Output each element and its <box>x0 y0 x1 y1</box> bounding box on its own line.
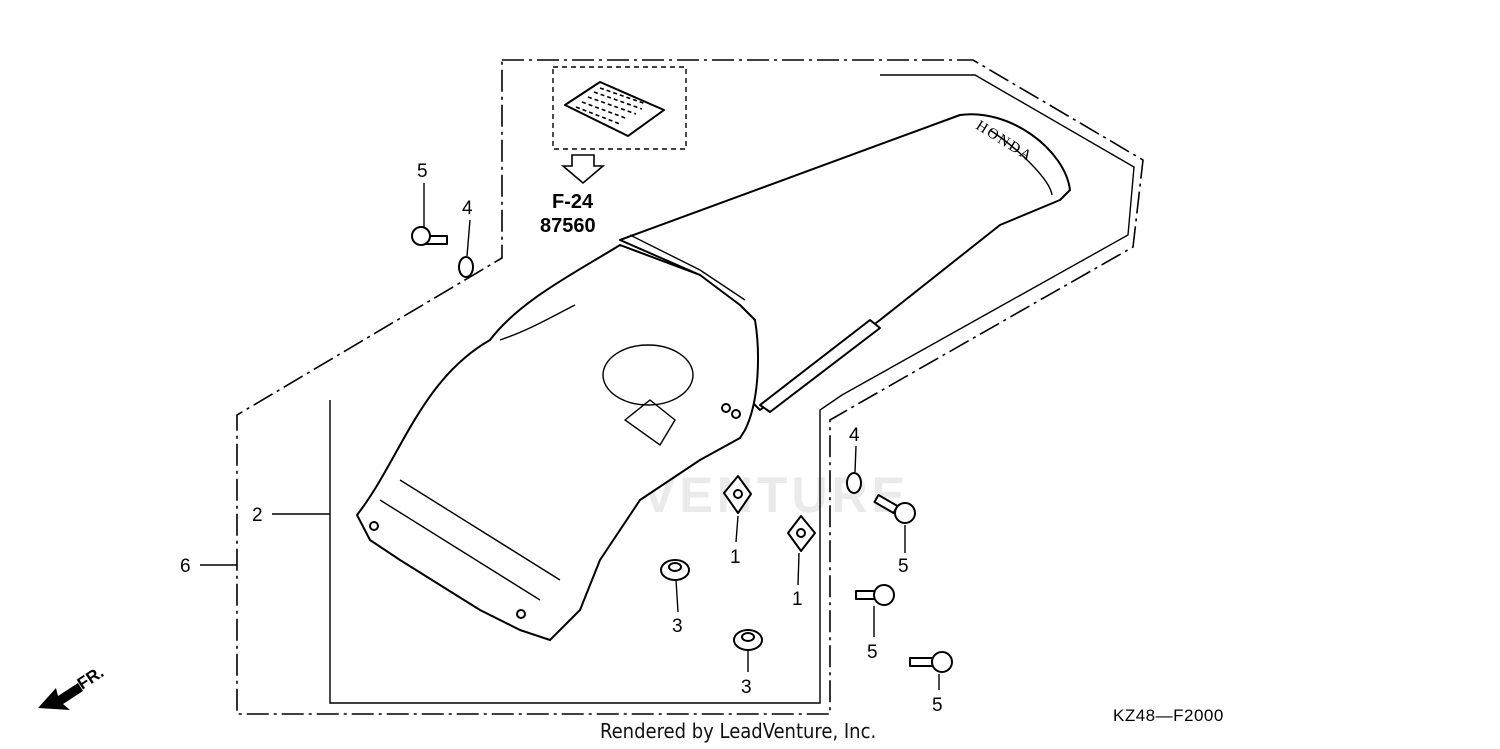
reference-number: 87560 <box>540 215 596 237</box>
washer-icon <box>458 256 474 278</box>
assembly-boundary-inner <box>329 74 1135 704</box>
callout-2: 2 <box>252 505 263 526</box>
grommet-icon <box>733 629 763 651</box>
label-inset <box>552 66 687 150</box>
bolt-icon <box>873 494 916 524</box>
callout-5: 5 <box>867 642 878 663</box>
callout-1: 1 <box>730 547 741 568</box>
leader-lines <box>200 183 940 690</box>
rear-fender: HONDA <box>356 113 1071 641</box>
down-arrow-icon <box>560 154 606 185</box>
bolt-icon <box>411 226 448 246</box>
washer-icon <box>846 472 862 494</box>
clip-nut-icon <box>787 515 816 552</box>
callout-5: 5 <box>898 556 909 577</box>
callout-6: 6 <box>180 556 191 577</box>
callout-4: 4 <box>462 198 473 219</box>
callout-1: 1 <box>792 589 803 610</box>
callout-4: 4 <box>849 425 860 446</box>
grommet-icon <box>660 559 690 581</box>
diagram-code: KZ48—F2000 <box>1113 706 1224 725</box>
callout-3: 3 <box>741 677 752 698</box>
footer-credit: Rendered by LeadVenture, Inc. <box>600 719 876 743</box>
callout-5: 5 <box>417 161 428 182</box>
front-direction-arrow-icon: FR. <box>38 663 107 710</box>
reference-label: F-24 <box>552 191 594 213</box>
clip-nut-icon <box>723 475 752 514</box>
callout-5: 5 <box>932 695 943 716</box>
bolt-icon <box>855 584 895 606</box>
bolt-icon <box>909 651 953 673</box>
callout-3: 3 <box>672 616 683 637</box>
assembly-boundary-outer <box>236 59 1144 715</box>
